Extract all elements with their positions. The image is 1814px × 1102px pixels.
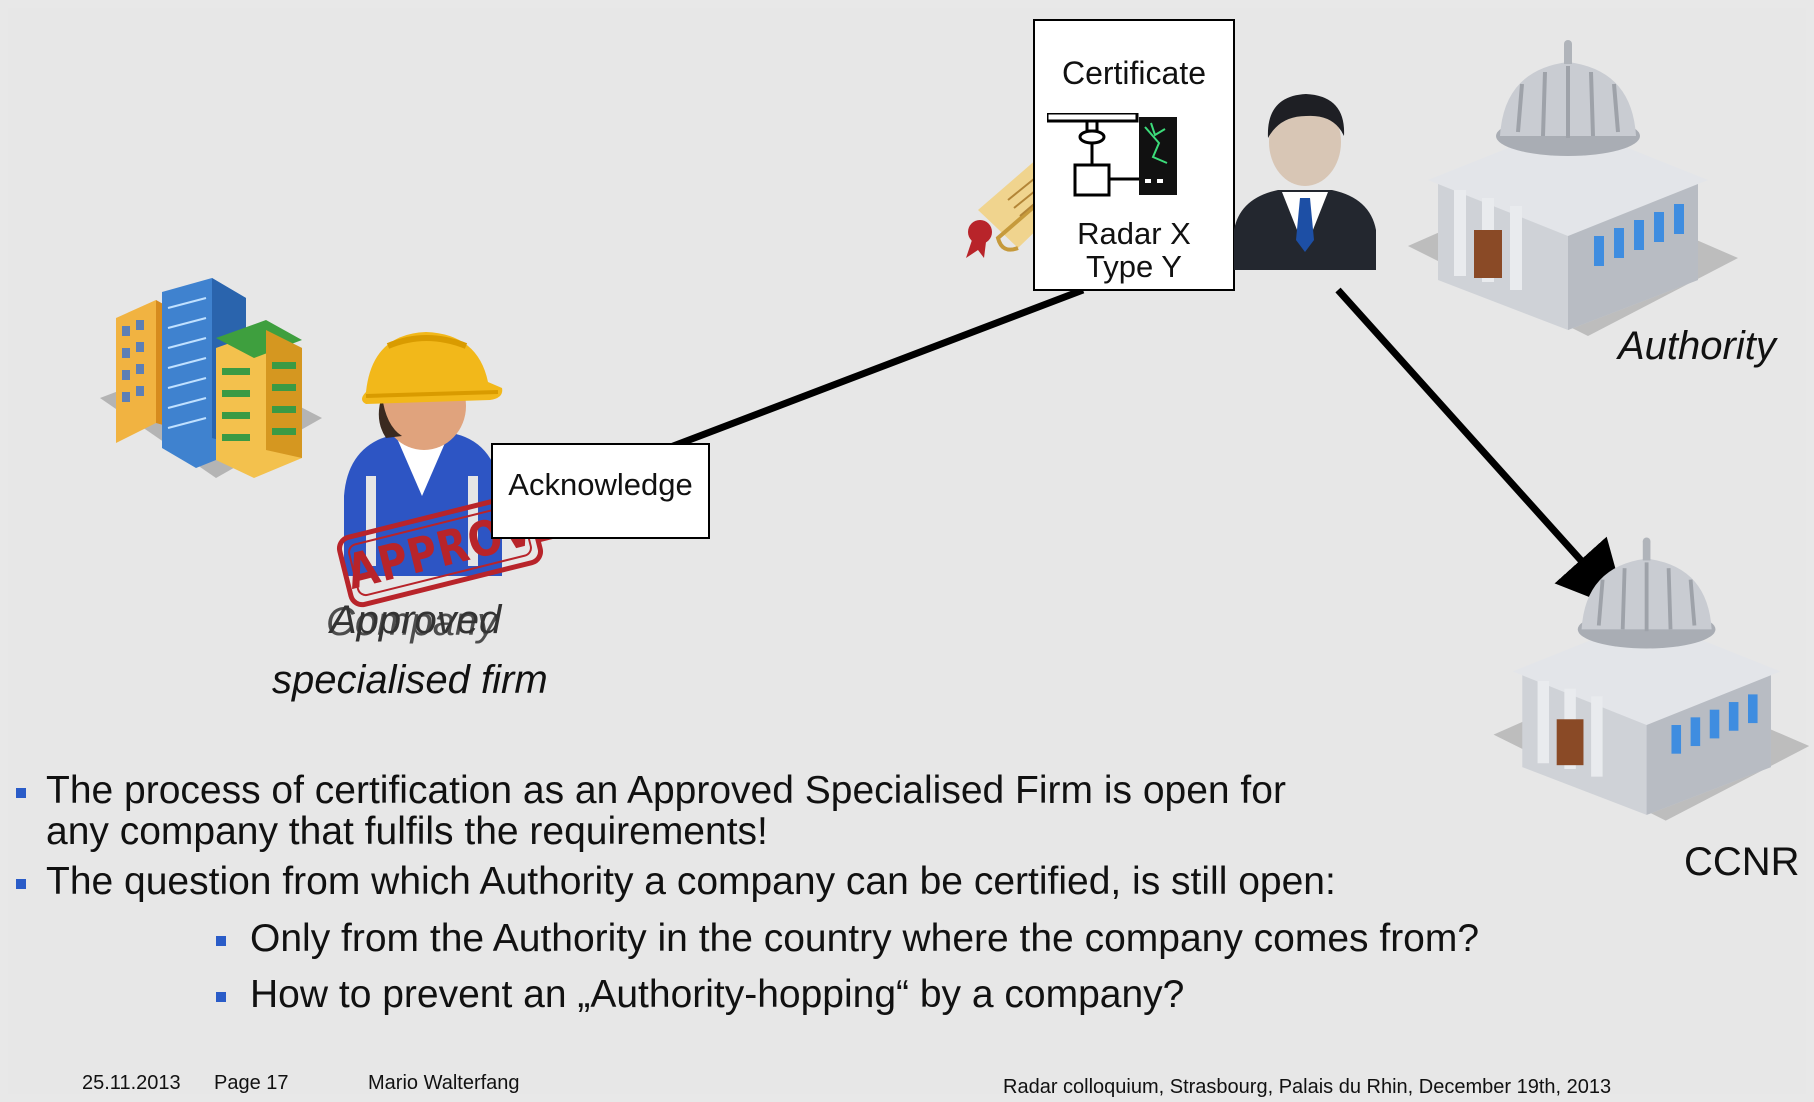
company-label-approved: Approved — [330, 598, 502, 642]
footer-page: Page 17 — [214, 1072, 289, 1094]
acknowledge-label: Acknowledge — [508, 467, 693, 502]
authority-label: Authority — [1618, 324, 1776, 368]
certificate-title: Certificate — [1061, 55, 1207, 91]
certificate-line1: Radar X — [1077, 216, 1191, 251]
footer-date: 25.11.2013 — [82, 1072, 181, 1094]
footer-author: Mario Walterfang — [368, 1072, 520, 1094]
government-building-icon — [1408, 40, 1738, 336]
certificate-line2: Type Y — [1086, 249, 1182, 284]
businessman-icon — [1234, 94, 1376, 270]
worker-icon — [344, 332, 503, 576]
radar-icon — [1047, 113, 1177, 197]
acknowledge-box: Acknowledge — [491, 443, 710, 539]
footer-event: Radar colloquium, Strasbourg, Palais du … — [1003, 1076, 1612, 1098]
specialised-firm-label: specialised firm — [272, 658, 548, 702]
slide: APPROVED Approved Company specialised fi… — [8, 8, 1810, 1098]
ccnr-label: CCNR — [1684, 840, 1800, 884]
buildings-icon — [100, 278, 322, 478]
connector-lines — [666, 286, 1628, 613]
authority-ccnr-arrow — [1335, 287, 1628, 613]
acknowledge-certificate-line — [666, 286, 1085, 452]
government-building-icon — [1493, 537, 1810, 821]
certificate-box: Certificate Radar X Type Y — [1033, 19, 1235, 291]
company-label-company: Company — [326, 600, 498, 644]
